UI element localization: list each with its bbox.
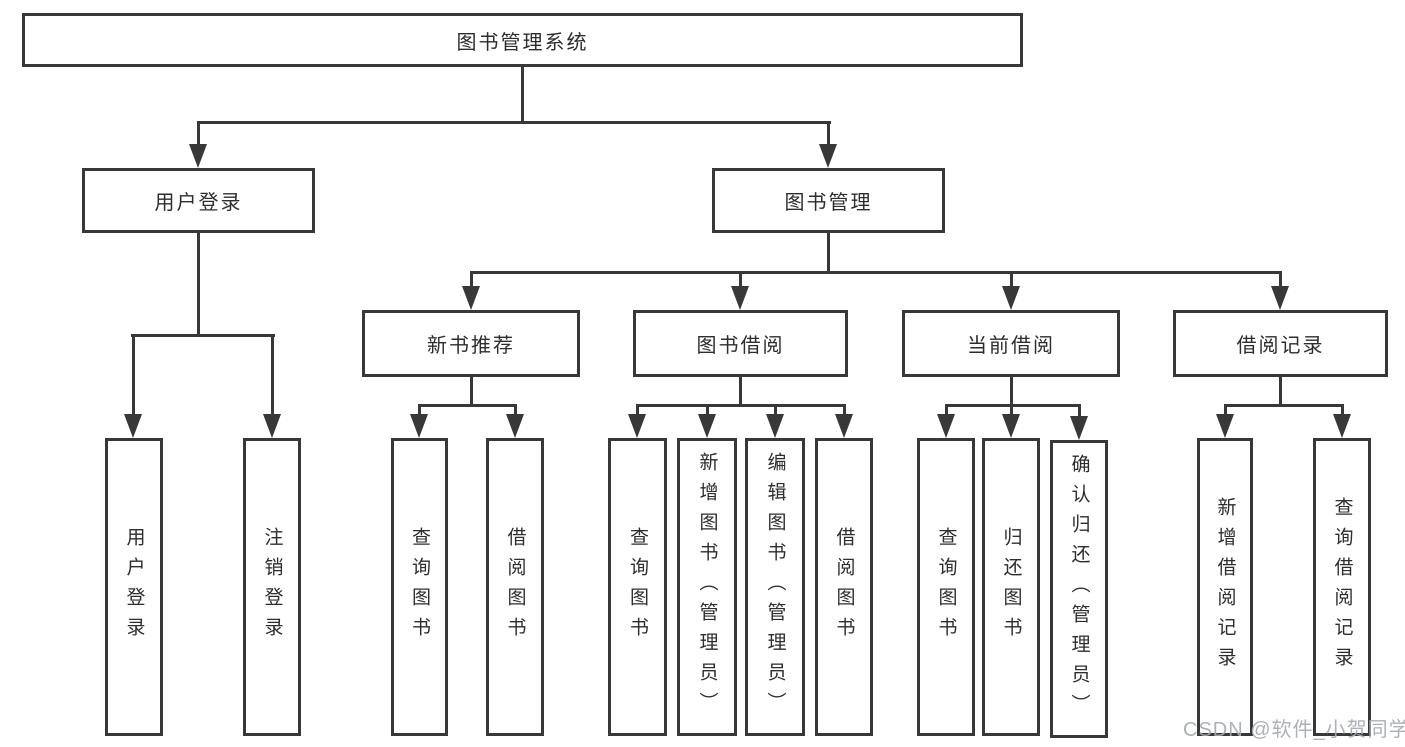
connector-drop-leaf-user-login	[132, 334, 135, 418]
leaf-current-confirm-return-admin: 确认归还（管理员）	[1050, 440, 1108, 738]
leaf-record-query-borrow-record: 查询借阅记录	[1313, 438, 1371, 736]
leaf-borrow-borrow-book-label: 借阅图书	[833, 527, 855, 647]
arrowhead-current-return	[1002, 414, 1020, 438]
connector-user-login-stem	[197, 233, 200, 337]
connector-new-book-recommend-stem	[470, 377, 473, 407]
connector-drop-recommend-borrow	[514, 404, 517, 416]
node-borrow-record: 借阅记录	[1173, 310, 1388, 377]
connector-drop-user-login	[197, 121, 200, 148]
leaf-borrow-edit-book-admin-label: 编辑图书（管理员）	[764, 452, 786, 722]
node-book-management-label: 图书管理	[784, 192, 873, 214]
leaf-record-add-borrow-record-label: 新增借阅记录	[1214, 497, 1236, 677]
connector-drop-record-add	[1224, 404, 1227, 416]
connector-current-borrow-stem	[1010, 377, 1013, 407]
node-new-book-recommend: 新书推荐	[362, 310, 580, 377]
connector-drop-borrow-record	[1279, 271, 1282, 291]
leaf-borrow-query-book-label: 查询图书	[627, 527, 648, 647]
node-new-book-recommend-label: 新书推荐	[427, 335, 515, 357]
arrowhead-recommend-borrow	[506, 414, 524, 438]
node-current-borrow-label: 当前借阅	[967, 335, 1055, 357]
leaf-current-query-book-label: 查询图书	[935, 527, 957, 647]
connector-drop-record-query	[1341, 404, 1344, 416]
arrowhead-recommend-query	[410, 414, 428, 438]
connector-drop-current-query	[945, 404, 948, 416]
leaf-user-login-label: 用户登录	[123, 527, 145, 647]
arrowhead-user-login	[189, 144, 207, 168]
leaf-borrow-edit-book-admin: 编辑图书（管理员）	[745, 438, 805, 736]
arrowhead-book-management	[819, 144, 837, 168]
connector-user-login-split	[131, 334, 275, 337]
connector-book-borrow-split	[636, 404, 845, 407]
arrowhead-leaf-user-login	[124, 414, 142, 438]
connector-drop-borrow-add	[706, 404, 709, 416]
leaf-record-query-borrow-record-label: 查询借阅记录	[1331, 497, 1353, 677]
node-root-label: 图书管理系统	[456, 31, 589, 54]
arrowhead-borrow-query	[628, 414, 646, 438]
arrowhead-current-confirm	[1070, 416, 1088, 440]
leaf-current-return-book-label: 归还图书	[1000, 527, 1022, 647]
arrowhead-new-book-recommend	[462, 286, 480, 310]
connector-drop-current-borrow	[1010, 271, 1013, 291]
connector-drop-borrow-edit	[774, 404, 777, 416]
node-book-management: 图书管理	[712, 168, 945, 233]
connector-drop-current-return	[1010, 404, 1013, 416]
connector-book-management-split	[470, 271, 1282, 274]
connector-book-borrow-stem	[739, 377, 742, 407]
connector-new-book-recommend-split	[418, 404, 517, 407]
leaf-recommend-borrow-book: 借阅图书	[486, 438, 544, 736]
node-borrow-record-label: 借阅记录	[1236, 335, 1325, 357]
connector-drop-new-book-recommend	[470, 271, 473, 291]
arrowhead-current-borrow	[1002, 286, 1020, 310]
connector-root-stem	[521, 67, 524, 123]
node-current-borrow: 当前借阅	[902, 310, 1120, 377]
leaf-borrow-add-book-admin: 新增图书（管理员）	[677, 438, 737, 736]
arrowhead-borrow-record	[1271, 286, 1289, 310]
connector-root-split	[197, 121, 831, 124]
leaf-logout-login: 注销登录	[243, 438, 301, 736]
node-user-login-label: 用户登录	[154, 192, 243, 214]
connector-borrow-record-split	[1224, 404, 1343, 407]
leaf-recommend-borrow-book-label: 借阅图书	[504, 527, 526, 647]
arrowhead-borrow-add	[698, 414, 716, 438]
arrowhead-borrow-edit	[766, 414, 784, 438]
csdn-watermark: CSDN @软件_小贺同学	[1183, 719, 1405, 741]
connector-borrow-record-stem	[1279, 377, 1282, 407]
node-book-borrow: 图书借阅	[633, 310, 848, 377]
connector-drop-borrow-query	[636, 404, 639, 416]
leaf-user-login: 用户登录	[105, 438, 163, 736]
leaf-current-return-book: 归还图书	[982, 438, 1040, 736]
leaf-borrow-borrow-book: 借阅图书	[815, 438, 873, 736]
connector-drop-book-borrow	[739, 271, 742, 291]
arrowhead-book-borrow	[731, 286, 749, 310]
arrowhead-current-query	[937, 414, 955, 438]
leaf-record-add-borrow-record: 新增借阅记录	[1197, 438, 1253, 736]
leaf-current-query-book: 查询图书	[917, 438, 975, 736]
connector-current-borrow-split	[945, 404, 1081, 407]
leaf-logout-login-label: 注销登录	[261, 527, 283, 647]
node-root: 图书管理系统	[22, 13, 1023, 67]
leaf-recommend-query-book: 查询图书	[391, 438, 448, 736]
leaf-current-confirm-return-admin-label: 确认归还（管理员）	[1068, 454, 1090, 724]
leaf-recommend-query-book-label: 查询图书	[409, 527, 430, 647]
leaf-borrow-query-book: 查询图书	[608, 438, 667, 736]
arrowhead-leaf-logout	[263, 414, 281, 438]
connector-drop-current-confirm	[1078, 404, 1081, 418]
node-user-login: 用户登录	[82, 168, 315, 233]
connector-book-management-stem	[827, 233, 830, 274]
arrowhead-borrow-borrow	[835, 414, 853, 438]
arrowhead-record-add	[1216, 414, 1234, 438]
connector-drop-borrow-borrow	[843, 404, 846, 416]
connector-drop-leaf-logout	[271, 334, 274, 418]
arrowhead-record-query	[1333, 414, 1351, 438]
connector-drop-book-management	[827, 121, 830, 148]
connector-drop-recommend-query	[418, 404, 421, 416]
node-book-borrow-label: 图书借阅	[696, 335, 785, 357]
leaf-borrow-add-book-admin-label: 新增图书（管理员）	[696, 452, 718, 722]
